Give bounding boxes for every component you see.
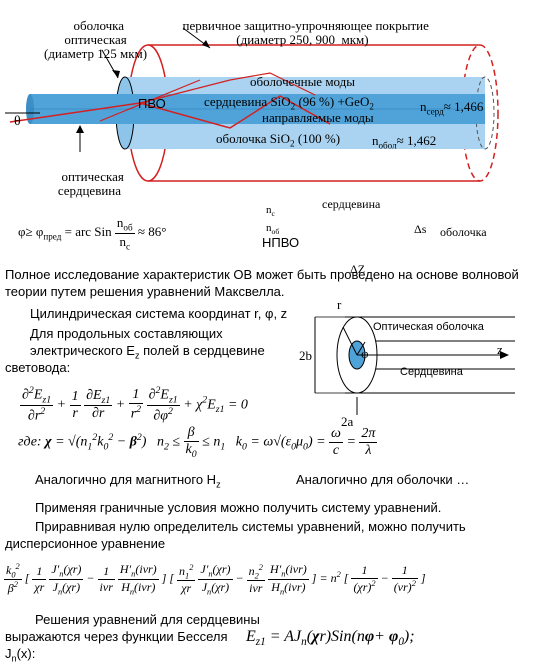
n-clad-label: nобол≈ 1,462 bbox=[372, 133, 437, 151]
coating-right-ellipse bbox=[461, 44, 499, 182]
analog-h: Аналогично для магнитного Hz bbox=[35, 472, 221, 490]
cyl-core: Сердцевина bbox=[400, 366, 463, 378]
core-solution: Ez1 = AJn(χr)Sin(nφ+ φ0); bbox=[246, 628, 415, 649]
npvo-n-bottom: nоб bbox=[266, 222, 280, 237]
cyl-2b: 2b bbox=[299, 348, 312, 363]
ray-path bbox=[9, 95, 331, 129]
theta-label: θ bbox=[14, 114, 21, 129]
label-coating: первичное защитно-упрочняющее покрытие (… bbox=[182, 18, 429, 47]
npvo-label: НПВО bbox=[262, 235, 300, 250]
paragraph-6c: Jn(x): bbox=[5, 646, 36, 664]
paragraph-1: Полное исследование характеристик ОВ мож… bbox=[5, 267, 519, 299]
label-guided-modes: направляемые моды bbox=[262, 110, 374, 125]
label-cladding-optical: оболочка оптическая (диаметр 125 мкм) bbox=[44, 18, 148, 61]
paragraph-6b: выражаются через функции Бесселя bbox=[5, 629, 228, 644]
cyl-z: z bbox=[497, 342, 503, 357]
npvo-delta-s: Δs bbox=[414, 222, 427, 236]
cyl-phi: φ bbox=[361, 346, 369, 361]
ray-2 bbox=[99, 79, 201, 122]
npvo-n-top: nc bbox=[266, 204, 275, 219]
paragraph-5: Приравнивая нулю определитель системы ур… bbox=[5, 519, 466, 551]
label-cladding: оболочка SiO2 (100 %) bbox=[216, 131, 341, 149]
analog-clad: Аналогично для оболочки … bbox=[296, 472, 470, 487]
npvo-core: сердцевина bbox=[322, 197, 381, 211]
cyl-2a: 2a bbox=[341, 414, 354, 429]
pvo-label: ПВО bbox=[138, 96, 166, 111]
paragraph-3d: световода: bbox=[5, 360, 71, 375]
cylinder-diagram bbox=[314, 316, 515, 415]
label-core: сердцевина SiO2 (96 %) +GeO2 bbox=[204, 94, 374, 112]
n-core-label: nсерд≈ 1,466 bbox=[420, 99, 484, 117]
paragraph-4: Применяя граничные условия можно получит… bbox=[35, 500, 442, 515]
paragraph-2: Цилиндрическая система координат r, φ, z bbox=[30, 306, 288, 321]
label-cladding-modes: оболочечные моды bbox=[250, 74, 356, 89]
label-optical-core: оптическая сердцевина bbox=[57, 169, 124, 198]
npvo-delta-z: ΔZ bbox=[350, 262, 366, 276]
fiber-diagram bbox=[5, 27, 499, 182]
cyl-r: r bbox=[337, 297, 342, 312]
ray-cladding bbox=[139, 72, 316, 104]
cyl-optical-cladding: Оптическая оболочка bbox=[373, 321, 484, 333]
paragraph-6a: Решения уравнений для сердцевины bbox=[35, 612, 260, 627]
paragraph-3a: Для продольных составляющих bbox=[30, 326, 223, 341]
paragraph-3b: электрического Ez полей в сердцевине bbox=[30, 343, 265, 361]
npvo-cladding: оболочка bbox=[440, 225, 487, 239]
